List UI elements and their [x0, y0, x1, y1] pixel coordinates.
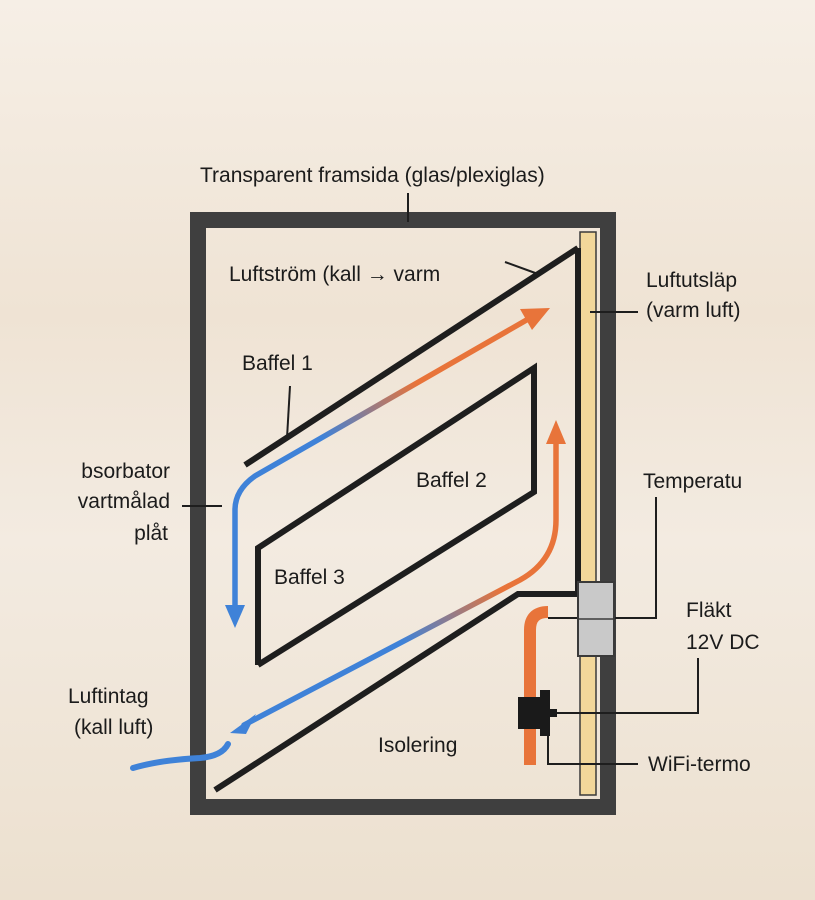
label-fan-2: 12V DC	[686, 631, 760, 654]
label-outlet-1: Luftutsläp	[646, 269, 737, 292]
collector-frame	[190, 212, 616, 815]
arrow-head-upper	[520, 308, 550, 330]
label-airflow: Luftström (kall → varm	[229, 263, 440, 286]
label-absorber-3: plåt	[134, 522, 168, 545]
flow-lower	[241, 437, 559, 728]
label-insulation: Isolering	[378, 734, 457, 757]
arrow-head-down-cold	[225, 605, 245, 628]
arrow-head-lower	[546, 420, 566, 444]
fan-icon	[518, 690, 557, 736]
label-wifi: WiFi-termo	[648, 753, 751, 776]
label-fan-1: Fläkt	[686, 599, 732, 622]
leader-airflow	[504, 261, 539, 275]
air-flow	[130, 308, 566, 771]
leader-fan	[550, 658, 699, 714]
label-absorber-1: bsorbator	[81, 460, 170, 483]
absorber-plates	[213, 245, 581, 793]
baffle-2	[255, 362, 537, 668]
leader-baffle1	[286, 385, 291, 439]
label-absorber-2: vartmålad	[78, 490, 170, 513]
fan-duct	[524, 606, 549, 765]
label-intake-2: (kall luft)	[74, 716, 153, 739]
baffle-1	[243, 245, 580, 468]
label-baffle3: Baffel 3	[274, 566, 345, 589]
flow-upper	[232, 315, 533, 623]
label-intake-1: Luftintag	[68, 685, 149, 708]
label-baffle1: Baffel 1	[242, 352, 313, 375]
insulation-strip	[579, 231, 597, 796]
label-outlet-2: (varm luft)	[646, 299, 741, 322]
baffle-3	[213, 248, 581, 793]
label-top: Transparent framsida (glas/plexiglas)	[200, 164, 545, 187]
arrow-head-down-left	[230, 714, 256, 734]
label-temperature: Temperatu	[643, 470, 742, 493]
label-baffle2: Baffel 2	[416, 469, 487, 492]
intake-duct	[130, 741, 231, 771]
